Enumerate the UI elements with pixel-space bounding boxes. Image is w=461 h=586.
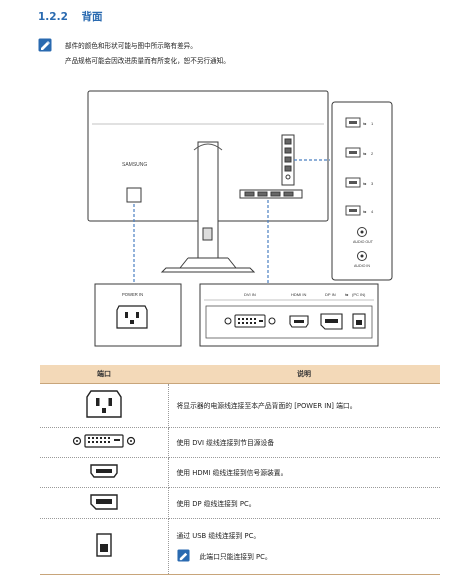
svg-text:⇆: ⇆	[363, 121, 367, 126]
row-description: 使用 DVI 缆线连接到节目源设备	[168, 427, 440, 458]
note-text-2: 产品规格可能会因改进质量而有所变化，恕不另行通知。	[65, 57, 230, 65]
note-icon	[176, 549, 190, 562]
side-port-panel	[331, 101, 393, 281]
stand-column	[197, 141, 219, 259]
power-port-icon	[86, 390, 122, 418]
hdmi-port-icon	[90, 464, 118, 478]
table-row: 使用 DVI 缆线连接到节目源设备	[40, 427, 440, 458]
bottom-port-strip	[239, 189, 303, 199]
svg-text:1: 1	[371, 121, 374, 126]
svg-text:POWER IN: POWER IN	[122, 292, 143, 297]
svg-text:2: 2	[371, 151, 374, 156]
svg-text:AUDIO IN: AUDIO IN	[354, 264, 370, 268]
table-row: 将显示器的电源线连接至本产品背面的 [POWER IN] 端口。	[40, 383, 440, 428]
svg-text:⇆: ⇆	[363, 151, 367, 156]
svg-text:AUDIO OUT: AUDIO OUT	[353, 240, 374, 244]
hdmi-port-large	[289, 315, 309, 328]
dvi-port-large	[224, 314, 276, 328]
usb-port-icon	[96, 533, 112, 557]
port-column-header: 端口	[40, 365, 168, 384]
svg-text:⇆: ⇆	[345, 292, 349, 297]
note-text-1: 部件的颜色和形状可能与图中所示略有差异。	[65, 42, 197, 50]
row-description: 将显示器的电源线连接至本产品背面的 [POWER IN] 端口。	[168, 383, 440, 428]
svg-text:4: 4	[371, 209, 374, 214]
section-heading: 1.2.2 背面	[38, 9, 103, 24]
stand-base	[160, 267, 256, 273]
note-icon	[38, 38, 52, 52]
table-row: 使用 HDMI 缆线连接到信号源装置。	[40, 457, 440, 488]
description-column-header: 说明	[168, 365, 440, 384]
dvi-port-icon	[72, 434, 135, 448]
svg-text:(PC IN): (PC IN)	[352, 292, 366, 297]
brand-logo: SAMSUNG	[122, 162, 147, 168]
svg-text:⇆: ⇆	[363, 181, 367, 186]
usb-note: 此端口只能连接到 PC。	[176, 549, 441, 562]
table-row: 使用 DP 缆线连接到 PC。	[40, 487, 440, 519]
row-description: 使用 HDMI 缆线连接到信号源装置。	[168, 457, 440, 488]
row-description: 使用 DP 缆线连接到 PC。	[168, 487, 440, 519]
svg-text:DP IN: DP IN	[325, 292, 336, 297]
svg-text:HDMI IN: HDMI IN	[291, 292, 306, 297]
port-table: 端口 说明 将显示器的电源线连接至本产品背面的 [POWER IN] 端口。	[40, 365, 440, 575]
power-port-large	[116, 305, 148, 329]
usb-port-large	[352, 313, 366, 329]
dp-port-icon	[90, 493, 118, 510]
rear-view-diagram: SAMSUNG ⇆ 1 ⇆ 2 ⇆ 3 ⇆ 4 AUDIO OUT AUDIO IN P…	[87, 90, 393, 347]
section-number: 1.2.2	[38, 11, 68, 23]
usb-note-text: 此端口只能连接到 PC。	[199, 552, 272, 561]
svg-text:3: 3	[371, 181, 374, 186]
svg-text:DVI IN: DVI IN	[244, 292, 256, 297]
dp-port-large	[320, 313, 343, 330]
section-title: 背面	[81, 11, 103, 23]
svg-text:⇆: ⇆	[363, 209, 367, 214]
row-description: 通过 USB 缆线连接到 PC。	[176, 532, 261, 540]
table-row: 通过 USB 缆线连接到 PC。 此端口只能连接到 PC。	[40, 518, 441, 575]
